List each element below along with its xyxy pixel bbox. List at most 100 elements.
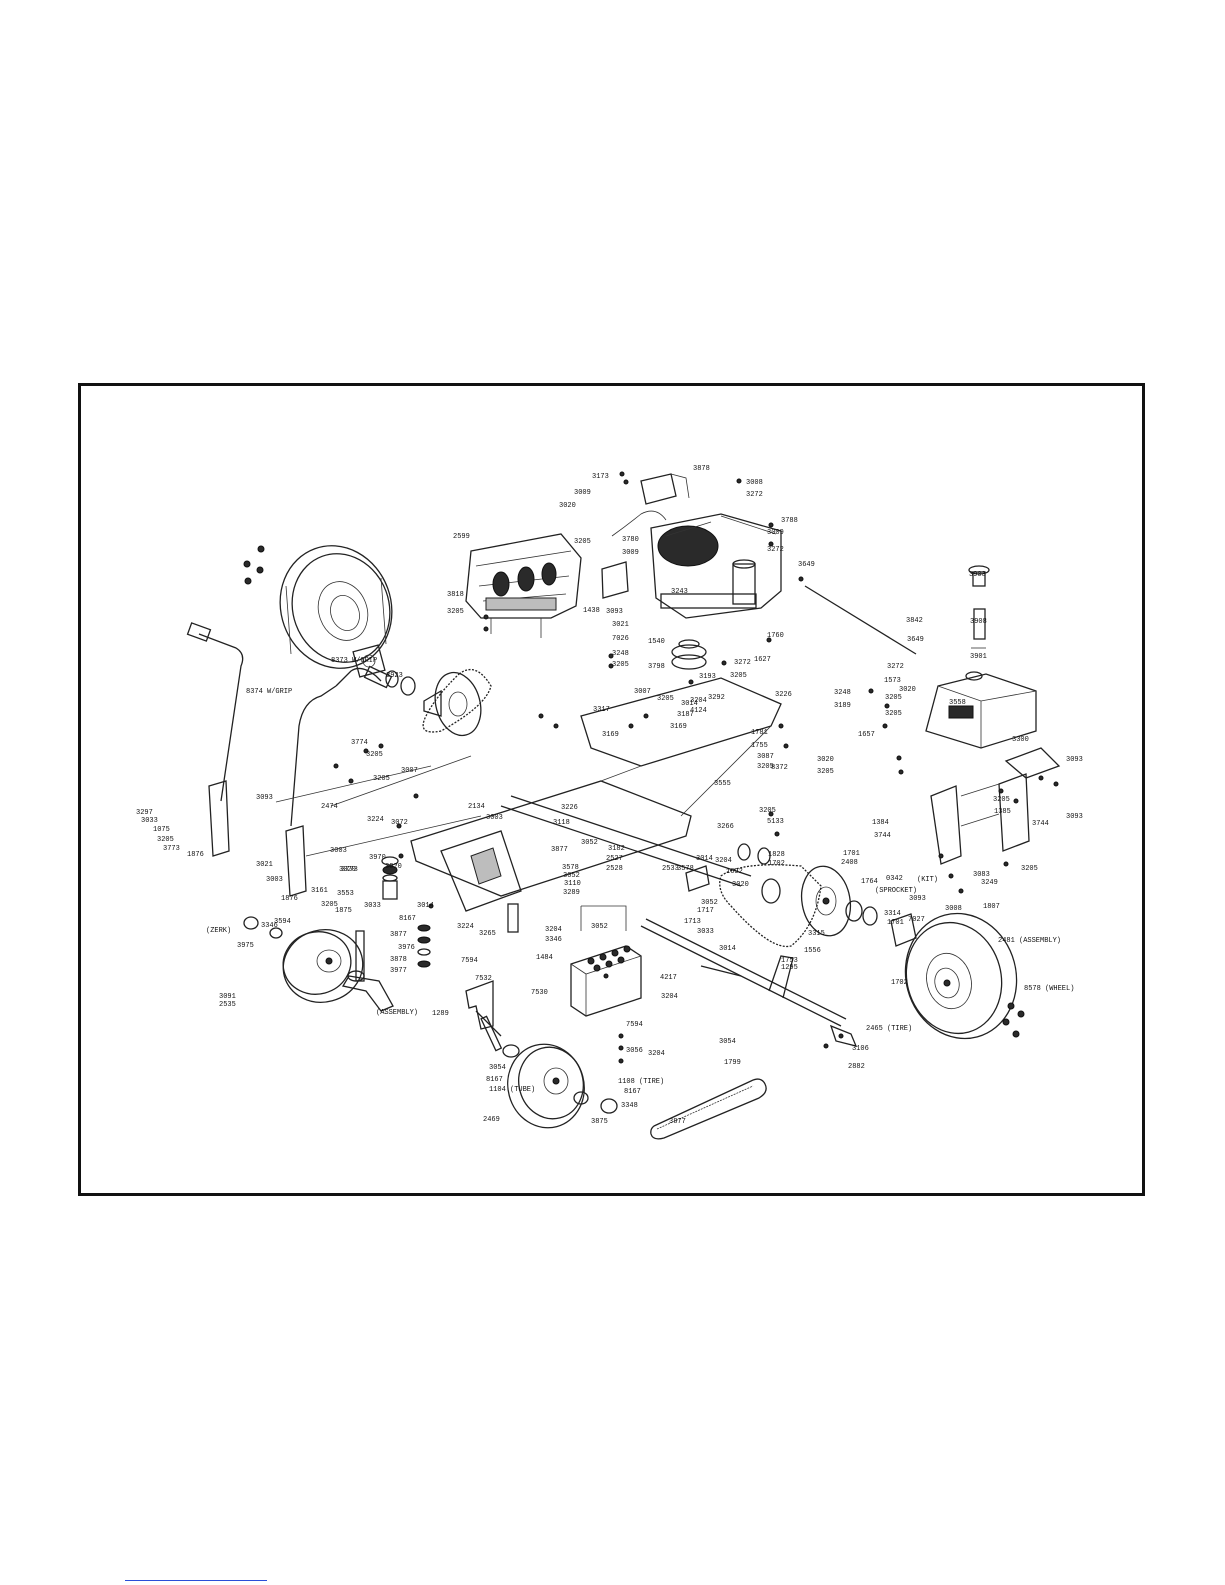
part-number-label: 3297: [136, 809, 153, 817]
part-number-label: 3187: [677, 711, 694, 719]
part-number-label: 3033: [364, 902, 381, 910]
part-number-label: 3224: [457, 923, 474, 931]
part-number-label: 3289: [563, 889, 580, 897]
axle-shaft: [500, 795, 752, 887]
part-number-label: 1717: [697, 907, 714, 915]
part-number-label: 3578: [677, 865, 694, 873]
part-number-label: 1692: [726, 868, 743, 876]
part-number-label: 3901: [970, 653, 987, 661]
part-number-label: 4124: [690, 707, 707, 715]
part-number-label: 3773: [163, 845, 180, 853]
part-number-label: 8372: [771, 764, 788, 772]
part-number-label: 3553: [337, 890, 354, 898]
handle-mount-plates: [208, 780, 307, 897]
part-number-label: 3578: [562, 864, 579, 872]
part-number-label: 3594: [274, 918, 291, 926]
part-number-label: 3173: [592, 473, 609, 481]
part-number-label: 3182: [608, 845, 625, 853]
part-number-label: 3977: [390, 967, 407, 975]
part-number-label: 3189: [834, 702, 851, 710]
part-number-label: 3093: [606, 608, 623, 616]
part-number-label: 3877: [669, 1118, 686, 1126]
part-number-label: 3072: [391, 819, 408, 827]
part-number-label: 3788: [781, 517, 798, 525]
part-number-label: 1781: [751, 729, 768, 737]
part-number-label: 1484: [536, 954, 553, 962]
part-number-label: 1384: [872, 819, 889, 827]
part-number-label: 1753: [781, 957, 798, 965]
part-number-label: 1828: [768, 851, 785, 859]
engine: [650, 513, 782, 619]
axle-rod-stub: [475, 965, 742, 1037]
part-number-label: 1875: [335, 907, 352, 915]
part-number-label: 3205: [885, 694, 902, 702]
part-number-label: 3204: [661, 993, 678, 1001]
part-number-label: 7532: [475, 975, 492, 983]
part-number-label: 3169: [602, 731, 619, 739]
part-number-label: 3003: [486, 814, 503, 822]
part-number-label: 3272: [746, 491, 763, 499]
part-number-label: 3923: [386, 672, 403, 680]
part-number-label: 1657: [858, 731, 875, 739]
part-number-label: 1573: [884, 677, 901, 685]
part-number-label: 3003: [330, 847, 347, 855]
part-number-label: 3877: [551, 846, 568, 854]
part-number-label: 3744: [1032, 820, 1049, 828]
part-number-label: 3205: [157, 836, 174, 844]
part-number-label: 3248: [612, 650, 629, 658]
part-number-label: 3204: [648, 1050, 665, 1058]
transmission-bracket: [601, 561, 629, 599]
part-number-label: 3091: [219, 993, 236, 1001]
drive-chain-left: [422, 668, 492, 733]
part-number-label: 1876: [187, 851, 204, 859]
part-number-label: 3205: [657, 695, 674, 703]
part-number-label: 1385: [994, 808, 1011, 816]
part-number-label: 3243: [671, 588, 688, 596]
part-number-label: (KIT): [917, 876, 938, 884]
part-number-label: 3009: [622, 549, 639, 557]
drive-belt: [650, 1078, 767, 1140]
part-number-label: (ZERK): [206, 927, 231, 935]
part-number-label: 2474: [321, 803, 338, 811]
front-right-caster-wheel: [502, 1043, 618, 1129]
part-number-label: 2882: [848, 1063, 865, 1071]
caster-fork-left: [341, 930, 394, 1012]
part-number-label: 1702: [891, 979, 908, 987]
part-number-label: 7594: [461, 957, 478, 965]
part-number-label: 3007: [634, 688, 651, 696]
part-number-label: 1755: [751, 742, 768, 750]
part-number-label: 1799: [724, 1059, 741, 1067]
spindle-stack-left: [381, 856, 399, 900]
part-number-label: 3205: [757, 763, 774, 771]
small-hardware: [333, 471, 1059, 1064]
part-number-label: 3272: [734, 659, 751, 667]
part-number-label: 1108 (TIRE): [618, 1078, 664, 1086]
part-number-label: 3204: [715, 857, 732, 865]
throttle-cable: [611, 510, 667, 537]
part-number-label: 3008: [945, 905, 962, 913]
part-number-label: 3118: [553, 819, 570, 827]
part-number-label: 3110: [564, 880, 581, 888]
part-number-label: 2469: [483, 1116, 500, 1124]
part-number-label: 3007: [401, 767, 418, 775]
right-handlebar: [290, 665, 393, 827]
part-number-label: 3272: [767, 546, 784, 554]
tie-rod: [804, 585, 917, 655]
part-number-label: 3300: [1012, 736, 1029, 744]
fuel-tank: [925, 671, 1037, 749]
battery-bracket: [580, 905, 627, 931]
part-number-label: 3009: [574, 489, 591, 497]
part-number-label: 3020: [899, 686, 916, 694]
part-number-label: 3317: [593, 706, 610, 714]
part-number-label: 3774: [351, 739, 368, 747]
part-number-label: 3226: [775, 691, 792, 699]
part-number-label: 3842: [906, 617, 923, 625]
part-number-label: 1760: [767, 632, 784, 640]
part-number-label: 3020: [817, 756, 834, 764]
part-number-label: 3020: [732, 881, 749, 889]
part-number-label: 3877: [390, 931, 407, 939]
part-number-label: 3908: [970, 618, 987, 626]
part-number-label: 3020: [559, 502, 576, 510]
part-number-label: 3555: [714, 780, 731, 788]
part-number-label: 3009: [767, 529, 784, 537]
